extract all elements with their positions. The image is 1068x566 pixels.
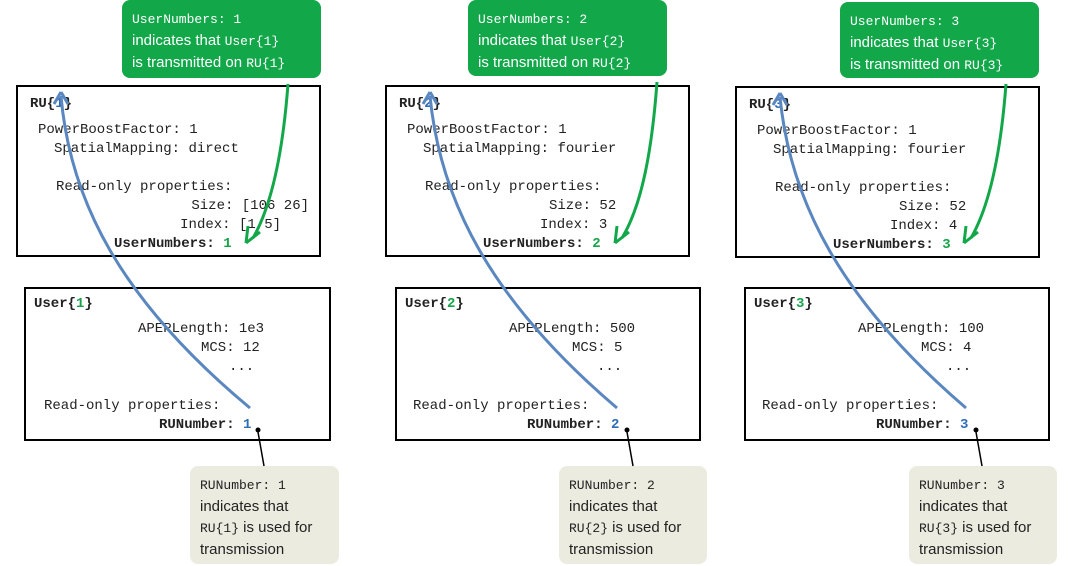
callout-text: is used for <box>958 519 1032 536</box>
user-title: User{3} <box>754 296 813 312</box>
callout-code: RU{3} <box>964 58 1004 73</box>
callout-text: is used for <box>239 519 313 536</box>
callout-code: RU{3} <box>919 521 959 536</box>
mcs-property: MCS: 4 <box>921 340 972 356</box>
ru-title: RU{2} <box>399 96 442 112</box>
ellipsis: ... <box>597 359 623 375</box>
ru-title: RU{1} <box>30 96 73 112</box>
callout-code: User{3} <box>942 36 998 51</box>
callout-code: RU{2} <box>569 521 609 536</box>
callout-code: RU{1} <box>246 56 286 71</box>
callout-text: transmission <box>919 541 1004 558</box>
callout-text: is transmitted on <box>850 56 965 73</box>
callout-text: indicates that <box>478 32 571 49</box>
read-only-label: Read-only properties: <box>762 398 939 414</box>
callout-text: indicates that <box>569 498 658 515</box>
size-property: Size: 52 <box>549 198 617 214</box>
spatial-mapping: SpatialMapping: fourier <box>773 142 967 158</box>
callout-code: RUNumber: 2 <box>569 478 655 493</box>
callout-text: indicates that <box>919 498 1008 515</box>
callout-text: transmission <box>569 541 654 558</box>
callout-code: RU{2} <box>592 56 632 71</box>
user-box-2: User{2} APEPLength: 500 MCS: 5 ... Read-… <box>395 287 701 441</box>
callout-code: User{1} <box>224 34 280 49</box>
ru-number-property: RUNumber: 3 <box>876 417 969 433</box>
index-property: Index: 3 <box>540 217 608 233</box>
ru-box-1: RU{1} PowerBoostFactor: 1 SpatialMapping… <box>16 85 321 257</box>
callout-code: RUNumber: 1 <box>200 478 286 493</box>
callout-text: is transmitted on <box>132 54 247 71</box>
mcs-property: MCS: 12 <box>201 340 260 356</box>
size-property: Size: 52 <box>899 199 967 215</box>
user-box-3: User{3} APEPLength: 100 MCS: 4 ... Read-… <box>744 287 1050 441</box>
read-only-label: Read-only properties: <box>56 179 233 195</box>
green-callout-3: UserNumbers: 3 indicates that User{3} is… <box>840 2 1039 78</box>
index-property: Index: 4 <box>890 218 958 234</box>
user-title: User{1} <box>34 296 93 312</box>
ru-number-property: RUNumber: 2 <box>527 417 620 433</box>
apep-length: APEPLength: 500 <box>509 321 636 337</box>
callout-text: indicates that <box>200 498 289 515</box>
spatial-mapping: SpatialMapping: fourier <box>423 141 617 157</box>
user-numbers-property: UserNumbers: 3 <box>833 237 951 253</box>
apep-length: APEPLength: 100 <box>858 321 985 337</box>
beige-callout-3: RUNumber: 3 indicates that RU{3} is used… <box>909 466 1057 564</box>
read-only-label: Read-only properties: <box>413 398 590 414</box>
apep-length: APEPLength: 1e3 <box>138 321 265 337</box>
mcs-property: MCS: 5 <box>572 340 623 356</box>
ru-number-property: RUNumber: 1 <box>159 417 252 433</box>
ru-box-2: RU{2} PowerBoostFactor: 1 SpatialMapping… <box>385 85 690 257</box>
callout-code: RU{1} <box>200 521 240 536</box>
user-box-1: User{1} APEPLength: 1e3 MCS: 12 ... Read… <box>24 287 331 441</box>
beige-callout-2: RUNumber: 2 indicates that RU{2} is used… <box>559 466 707 564</box>
spatial-mapping: SpatialMapping: direct <box>54 141 239 157</box>
ellipsis: ... <box>229 359 255 375</box>
ru-box-3: RU{3} PowerBoostFactor: 1 SpatialMapping… <box>735 86 1040 258</box>
read-only-label: Read-only properties: <box>44 398 221 414</box>
callout-text: is transmitted on <box>478 54 593 71</box>
power-boost-factor: PowerBoostFactor: 1 <box>407 122 567 138</box>
size-property: Size: [106 26] <box>191 198 309 214</box>
power-boost-factor: PowerBoostFactor: 1 <box>38 122 198 138</box>
user-numbers-property: UserNumbers: 1 <box>114 236 232 252</box>
index-property: Index: [1 5] <box>180 217 281 233</box>
ellipsis: ... <box>946 359 972 375</box>
user-numbers-property: UserNumbers: 2 <box>483 236 601 252</box>
callout-text: indicates that <box>132 32 225 49</box>
green-callout-2: UserNumbers: 2 indicates that User{2} is… <box>468 0 667 76</box>
read-only-label: Read-only properties: <box>425 179 602 195</box>
callout-code: UserNumbers: 2 <box>478 12 588 27</box>
callout-text: indicates that <box>850 34 943 51</box>
beige-callout-1: RUNumber: 1 indicates that RU{1} is used… <box>190 466 339 564</box>
green-callout-1: UserNumbers: 1 indicates that User{1} is… <box>122 0 321 78</box>
ru-title: RU{3} <box>749 97 792 113</box>
power-boost-factor: PowerBoostFactor: 1 <box>757 123 917 139</box>
read-only-label: Read-only properties: <box>775 180 952 196</box>
callout-text: is used for <box>608 519 682 536</box>
user-title: User{2} <box>405 296 464 312</box>
callout-text: transmission <box>200 541 285 558</box>
callout-code: UserNumbers: 1 <box>132 12 242 27</box>
callout-code: RUNumber: 3 <box>919 478 1005 493</box>
callout-code: User{2} <box>570 34 626 49</box>
callout-code: UserNumbers: 3 <box>850 14 960 29</box>
